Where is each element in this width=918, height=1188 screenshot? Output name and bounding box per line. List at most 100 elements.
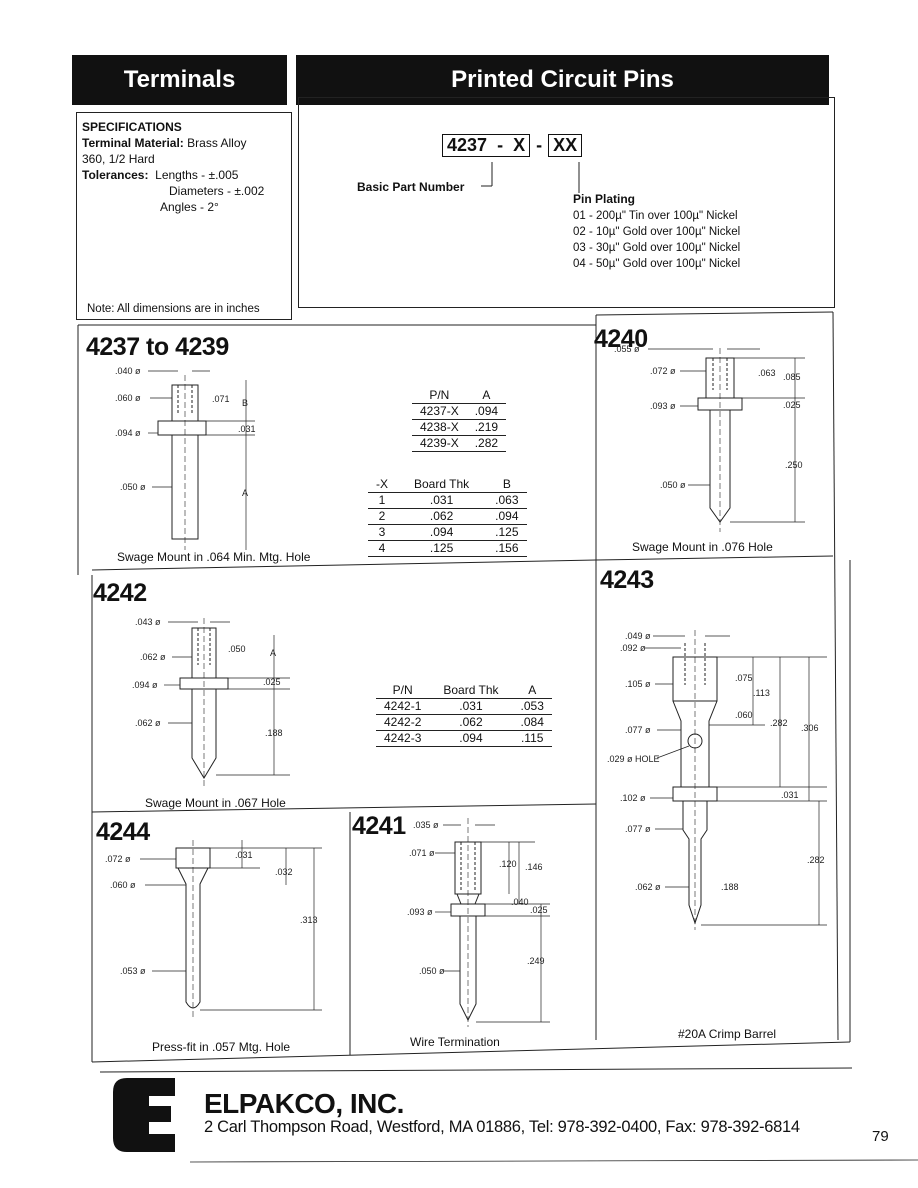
tolerance-lengths: Lengths - ±.005 bbox=[155, 168, 239, 182]
part-number-base: 4237 bbox=[447, 135, 488, 155]
table-row: 4242-2.062.084 bbox=[376, 714, 552, 731]
dimensions-note: Note: All dimensions are in inches bbox=[87, 303, 260, 315]
product-title-4241: 4241 bbox=[352, 812, 406, 840]
table-cell: .125 bbox=[487, 524, 527, 541]
pin-plating-heading: Pin Plating bbox=[573, 192, 636, 206]
table-cell: .062 bbox=[396, 508, 488, 525]
dim-text: .035 ø bbox=[413, 820, 439, 830]
table-cell: .094 bbox=[429, 730, 513, 747]
table-cell: .282 bbox=[466, 435, 507, 452]
part-number-code: 4237 - X bbox=[442, 134, 531, 157]
dim-text: .146 bbox=[525, 862, 543, 872]
dim-text: .092 ø bbox=[620, 643, 646, 653]
dim-text: .049 ø bbox=[625, 631, 651, 641]
table-cell: .115 bbox=[512, 730, 552, 747]
part-number-box: 4237 - X - XX Basic Part Number Pin Plat… bbox=[298, 97, 835, 308]
table-cell: 4237-X bbox=[412, 403, 467, 420]
material-label: Terminal Material: bbox=[82, 136, 184, 150]
table-header: Board Thk bbox=[429, 683, 513, 699]
dim-text: .062 ø bbox=[140, 652, 166, 662]
table-cell: .125 bbox=[396, 540, 488, 557]
dim-text: .040 ø bbox=[115, 366, 141, 376]
table-cell: .219 bbox=[466, 419, 507, 436]
plating-option: 04 - 50µ" Gold over 100µ" Nickel bbox=[573, 258, 741, 270]
table-cell: .031 bbox=[429, 698, 513, 715]
dim-text: .063 bbox=[758, 368, 776, 378]
table-row: 4238-X.219 bbox=[412, 419, 507, 436]
elpakco-logo-icon bbox=[113, 1078, 175, 1152]
table-header: -X bbox=[368, 477, 396, 493]
table-row: 4242-3.094.115 bbox=[376, 730, 552, 747]
dim-text: .072 ø bbox=[650, 366, 676, 376]
dim-text: .072 ø bbox=[105, 854, 131, 864]
dim-text: .113 bbox=[753, 688, 770, 698]
dim-text: .077 ø bbox=[625, 824, 651, 834]
table-header: Board Thk bbox=[396, 477, 488, 493]
dim-text: .306 bbox=[801, 723, 819, 733]
drawing-4244: .072 ø .060 ø .053 ø .031 .032 .313 bbox=[105, 840, 322, 1020]
table-cell: .094 bbox=[466, 403, 507, 420]
section-title-terminals: Terminals bbox=[72, 55, 287, 105]
table-cell: 4242-2 bbox=[376, 714, 430, 731]
table-row: 3.094.125 bbox=[368, 524, 527, 541]
company-name: ELPAKCO, INC. bbox=[204, 1088, 404, 1119]
table-header: A bbox=[466, 388, 507, 404]
pin-plating-options: 01 - 200µ" Tin over 100µ" Nickel 02 - 10… bbox=[573, 208, 740, 272]
table-cell: .053 bbox=[512, 698, 552, 715]
part-number-dash: - bbox=[497, 135, 504, 155]
product-title-4240: 4240 bbox=[594, 325, 648, 353]
specs-heading: SPECIFICATIONS bbox=[82, 120, 182, 134]
table-cell: .094 bbox=[487, 508, 527, 525]
table-row: 4242-1.031.053 bbox=[376, 698, 552, 715]
table-cell: 4242-3 bbox=[376, 730, 430, 747]
table-cell: .031 bbox=[396, 492, 488, 509]
dim-text: .050 ø bbox=[419, 966, 445, 976]
basic-part-number-label: Basic Part Number bbox=[357, 180, 465, 194]
dim-text: .050 bbox=[228, 644, 246, 654]
dim-text: .120 bbox=[499, 859, 517, 869]
dim-text: .025 bbox=[783, 400, 801, 410]
plating-option: 03 - 30µ" Gold over 100µ" Nickel bbox=[573, 242, 741, 254]
caption-4242: Swage Mount in .067 Hole bbox=[145, 796, 286, 810]
table-row: 4.125.156 bbox=[368, 540, 527, 557]
table-cell: 4242-1 bbox=[376, 698, 430, 715]
table-header: B bbox=[487, 477, 527, 493]
table-cell: 4238-X bbox=[412, 419, 467, 436]
dim-text: .062 ø bbox=[135, 718, 161, 728]
dim-text: .025 bbox=[263, 677, 281, 687]
table-cell: .084 bbox=[512, 714, 552, 731]
part-number-leader-lines bbox=[481, 162, 580, 193]
section-title-printed-circuit-pins: Printed Circuit Pins bbox=[296, 55, 829, 105]
table-row: 1.031.063 bbox=[368, 492, 527, 509]
dim-text: .085 bbox=[783, 372, 801, 382]
drawing-4242: .043 ø .062 ø .094 ø .062 ø .050 A .025 … bbox=[132, 617, 290, 788]
table-cell: .062 bbox=[429, 714, 513, 731]
dim-text: .032 bbox=[275, 867, 293, 877]
table-cell: 2 bbox=[368, 508, 396, 525]
dim-text: .040 bbox=[511, 897, 529, 907]
dim-text: .094 ø bbox=[132, 680, 158, 690]
table-header: P/N bbox=[376, 683, 430, 699]
drawing-4240: .055 ø .072 ø .093 ø .050 ø .063 .085 .0… bbox=[614, 344, 805, 532]
part-number-x: X bbox=[513, 135, 526, 155]
dim-text: .188 bbox=[721, 882, 739, 892]
dim-text: .043 ø bbox=[135, 617, 161, 627]
table-cell: 1 bbox=[368, 492, 396, 509]
dim-text: .313 bbox=[300, 915, 318, 925]
dim-text: .031 bbox=[238, 424, 256, 434]
tolerances-label: Tolerances: bbox=[82, 168, 149, 182]
dim-text: .093 ø bbox=[650, 401, 676, 411]
table-cell: 4239-X bbox=[412, 435, 467, 452]
dim-text: A bbox=[242, 488, 248, 498]
caption-4237: Swage Mount in .064 Min. Mtg. Hole bbox=[117, 550, 311, 564]
dim-text: .094 ø bbox=[115, 428, 141, 438]
plating-option: 01 - 200µ" Tin over 100µ" Nickel bbox=[573, 210, 738, 222]
section-title-text: Terminals bbox=[123, 66, 236, 93]
tolerance-diameters: Diameters - ±.002 bbox=[169, 184, 265, 198]
dim-text: .071 bbox=[212, 394, 230, 404]
dim-text: .282 bbox=[807, 855, 825, 865]
table-cell: .063 bbox=[487, 492, 527, 509]
material-value: Brass Alloy bbox=[187, 136, 247, 150]
